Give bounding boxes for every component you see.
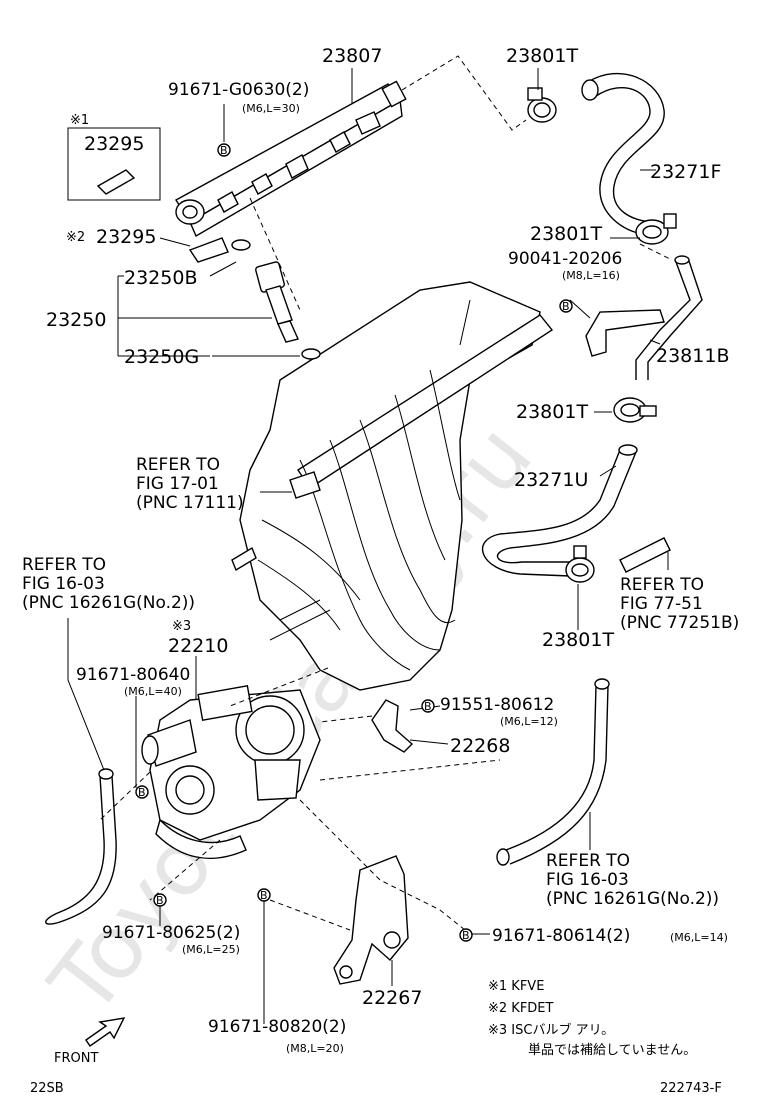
svg-text:B: B [424,700,432,713]
clamp-23801T-d[interactable] [565,545,595,583]
label-91671-80614: 91671-80614(2) [492,926,630,946]
front-arrow-icon [85,1017,126,1047]
spec-91551-80612: (M6,L=12) [500,715,558,728]
leader-lines [67,68,669,1024]
pipe-23811B[interactable] [585,255,703,380]
label-22267: 22267 [362,987,422,1009]
label-23295-b: 23295 [96,226,156,248]
svg-text:B: B [462,929,470,942]
bracket-22268[interactable] [371,699,414,753]
note-kfve: ※1 KFVE [488,979,544,994]
hose-16261G-b[interactable] [505,685,609,865]
label-90041-20206: 90041-20206 [508,249,622,269]
spec-91671-80614: (M6,L=14) [670,931,728,944]
bolt-markers: B B B B B B B [135,143,573,942]
svg-text:B: B [562,300,570,313]
svg-text:B: B [138,786,146,799]
front-label: FRONT [54,1051,98,1066]
ref16a-line1: REFER TO [22,555,106,575]
footer-left: 22SB [30,1081,64,1096]
label-22210: 22210 [168,635,228,657]
label-23801T-a: 23801T [506,45,578,67]
svg-text:B: B [220,144,228,157]
note-kfdet: ※2 KFDET [488,1001,554,1016]
hose-23271U[interactable] [481,444,638,577]
note2-mark: ※2 [66,230,85,245]
label-91551-80612: 91551-80612 [440,695,554,715]
ref17-line1: REFER TO [136,455,220,475]
hose-23271F[interactable] [581,72,665,235]
label-23811B: 23811B [656,345,729,367]
fuel-injector[interactable] [231,239,321,360]
svg-text:B: B [260,889,268,902]
ref17-line2: FIG 17-01 [136,474,219,494]
label-23271F: 23271F [650,161,721,183]
label-23250B: 23250B [124,267,197,289]
label-91671-80640: 91671-80640 [76,665,190,685]
note3-mark: ※3 [172,619,191,634]
fuel-rail[interactable] [175,80,407,238]
spec-91671-80625: (M6,L=25) [182,943,240,956]
ref16a-line2: FIG 16-03 [22,574,105,594]
clip-23295-b[interactable] [188,237,229,263]
clip-23295-a[interactable] [96,169,136,195]
pipe-77251B[interactable] [619,537,671,573]
note-isc: ※3 ISCバルブ アリ。 [488,1022,614,1038]
intake-manifold[interactable] [231,281,554,691]
ref17-line3: (PNC 17111) [136,493,244,513]
label-23801T-b: 23801T [530,223,602,245]
ref16a-line3: (PNC 16261G(No.2)) [22,593,195,613]
label-23801T-d: 23801T [542,629,614,651]
label-23271U: 23271U [514,469,588,491]
hose-16261G-a[interactable] [45,775,117,925]
spec-91671-80820: (M8,L=20) [286,1042,344,1055]
label-23295-boxed: 23295 [84,133,144,155]
ref16b-line2: FIG 16-03 [546,870,629,890]
label-91671-80820: 91671-80820(2) [208,1017,346,1037]
label-23250: 23250 [46,309,106,331]
label-23250G: 23250G [124,346,199,368]
ref16b-line1: REFER TO [546,851,630,871]
label-22268: 22268 [450,735,510,757]
ref77-line2: FIG 77-51 [620,594,703,614]
label-91671-80625: 91671-80625(2) [102,923,240,943]
label-91671-G0630: 91671-G0630(2) [168,80,309,100]
throttle-body[interactable] [141,685,321,860]
bracket-22267[interactable] [333,855,409,985]
clamp-23801T-b[interactable] [635,213,677,245]
ref16b-line3: (PNC 16261G(No.2)) [546,889,719,909]
clamp-23801T-c[interactable] [613,397,657,423]
note1-mark: ※1 [70,113,89,128]
ref77-line1: REFER TO [620,575,704,595]
svg-text:B: B [156,894,164,907]
spec-90041-20206: (M8,L=16) [562,269,620,282]
spec-91671-80640: (M6,L=40) [124,685,182,698]
footer-right: 222743-F [660,1081,722,1096]
ref77-line3: (PNC 77251B) [620,613,739,633]
label-23807: 23807 [322,45,382,67]
clamp-23801T-a[interactable] [527,87,557,123]
spec-91671-G0630: (M6,L=30) [242,102,300,115]
note1-box [67,127,161,201]
note-isc-2: 単品では補給していません。 [528,1042,696,1058]
label-23801T-c: 23801T [516,401,588,423]
